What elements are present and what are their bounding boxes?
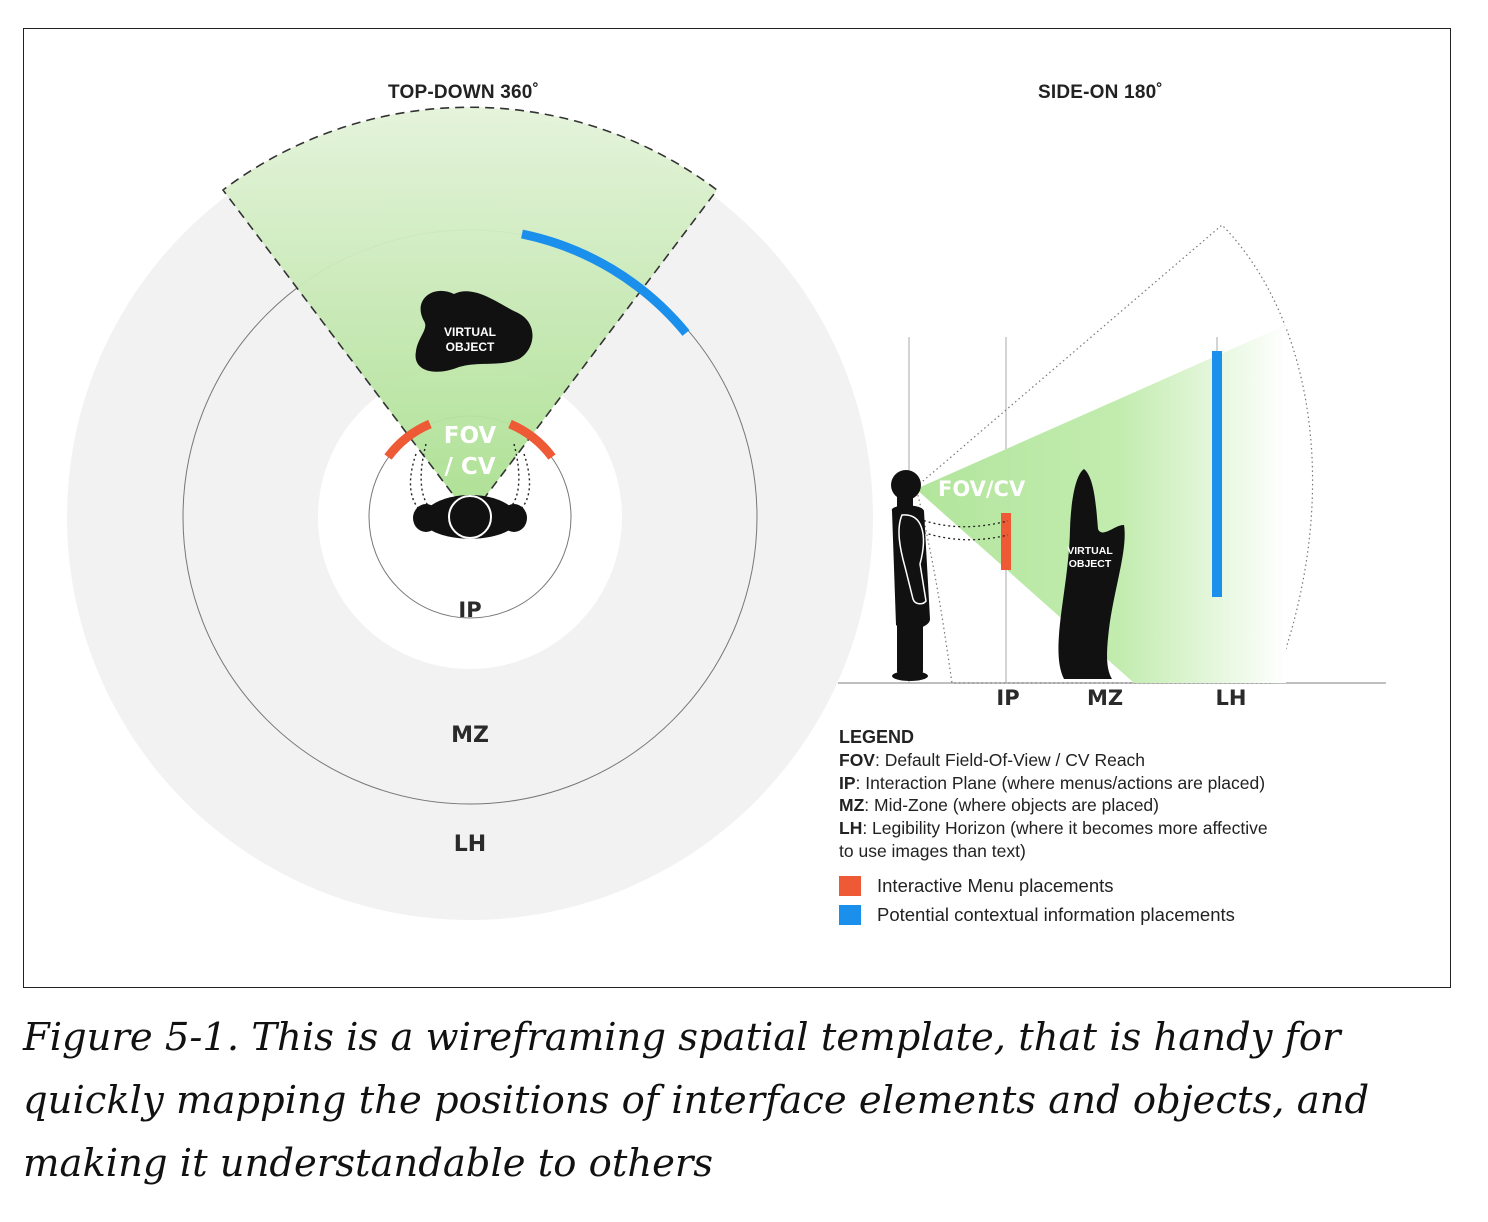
legend-swatch-menu: Interactive Menu placements (839, 875, 1268, 898)
legend-item-lh: LH: Legibility Horizon (where it becomes… (839, 817, 1268, 840)
legend-text: : Mid-Zone (where objects are placed) (864, 795, 1159, 816)
legend-text: : Interaction Plane (where menus/actions… (855, 772, 1266, 793)
legend-swatch-label: Interactive Menu placements (877, 874, 1114, 896)
menu-placement-arc-left (384, 419, 432, 460)
top-down-view: VIRTUAL OBJECT FOV / CV IP MZ LH (67, 106, 873, 920)
legend-item-ip: IP: Interaction Plane (where menus/actio… (839, 772, 1268, 795)
legend-item-mz: MZ: Mid-Zone (where objects are placed) (839, 794, 1268, 817)
info-placement-arc-top (521, 229, 690, 336)
virtual-object-side (1058, 469, 1125, 679)
virtual-object-label-top-1: VIRTUAL (444, 325, 496, 339)
legend-item-lh-continuation: to use images than text) (839, 840, 1026, 861)
menu-color-swatch (839, 876, 861, 897)
figure-caption: Figure 5-1. This is a wireframing spatia… (23, 1015, 1370, 1186)
ip-label-top: IP (458, 598, 481, 622)
mz-label-side: MZ (1087, 686, 1123, 710)
legend-heading: LEGEND (839, 727, 915, 747)
virtual-object-blob-top (415, 290, 533, 372)
legend-text: : Legibility Horizon (where it becomes m… (862, 818, 1268, 839)
fov-cone-side (916, 325, 1286, 683)
legend: LEGEND FOV: Default Field-Of-View / CV R… (839, 726, 1268, 926)
legend-text: : Default Field-Of-View / CV Reach (874, 749, 1146, 770)
side-on-view-title: SIDE-ON 180˚ (1038, 82, 1163, 103)
fov-cone-boundary (221, 106, 719, 519)
legend-abbr: FOV (839, 749, 875, 770)
user-topdown-figure (413, 495, 527, 539)
menu-placement-arc-right (508, 419, 556, 460)
virtual-object-label-top-2: OBJECT (446, 340, 495, 354)
fov-label-top-2: / CV (444, 454, 495, 480)
legend-swatch-info: Potential contextual information placeme… (839, 904, 1268, 927)
reach-line-left (409, 453, 437, 518)
user-side-figure (891, 470, 930, 681)
virtual-object-label-side-2: OBJECT (1069, 558, 1112, 570)
figure-frame: VIRTUAL OBJECT FOV / CV IP MZ LH VIRTUAL… (23, 28, 1451, 988)
fov-label-top-1: FOV (444, 423, 497, 449)
mz-label-top: MZ (451, 723, 489, 748)
legend-swatch-label: Potential contextual information placeme… (877, 903, 1235, 925)
fov-label-side: FOV/CV (938, 477, 1026, 501)
lh-label-side: LH (1216, 686, 1247, 710)
info-color-swatch (839, 904, 861, 925)
reach-line-right (503, 453, 531, 518)
virtual-object-label-side-1: VIRTUAL (1067, 545, 1113, 557)
menu-placement-bar-side (1001, 513, 1011, 570)
lh-label-top: LH (454, 832, 486, 857)
ip-label-side: IP (996, 686, 1019, 710)
legend-abbr: IP (839, 772, 856, 793)
info-placement-bar-side (1212, 351, 1222, 597)
legend-abbr: LH (839, 818, 863, 839)
top-down-view-title: TOP-DOWN 360˚ (388, 82, 540, 103)
legend-abbr: MZ (839, 795, 865, 816)
reach-lines-side (918, 518, 1009, 541)
diagram-canvas: VIRTUAL OBJECT FOV / CV IP MZ LH VIRTUAL… (67, 106, 1386, 920)
legend-item-fov: FOV: Default Field-Of-View / CV Reach (839, 749, 1268, 772)
side-on-view: VIRTUAL OBJECT FOV/CV IP MZ LH (838, 224, 1386, 710)
